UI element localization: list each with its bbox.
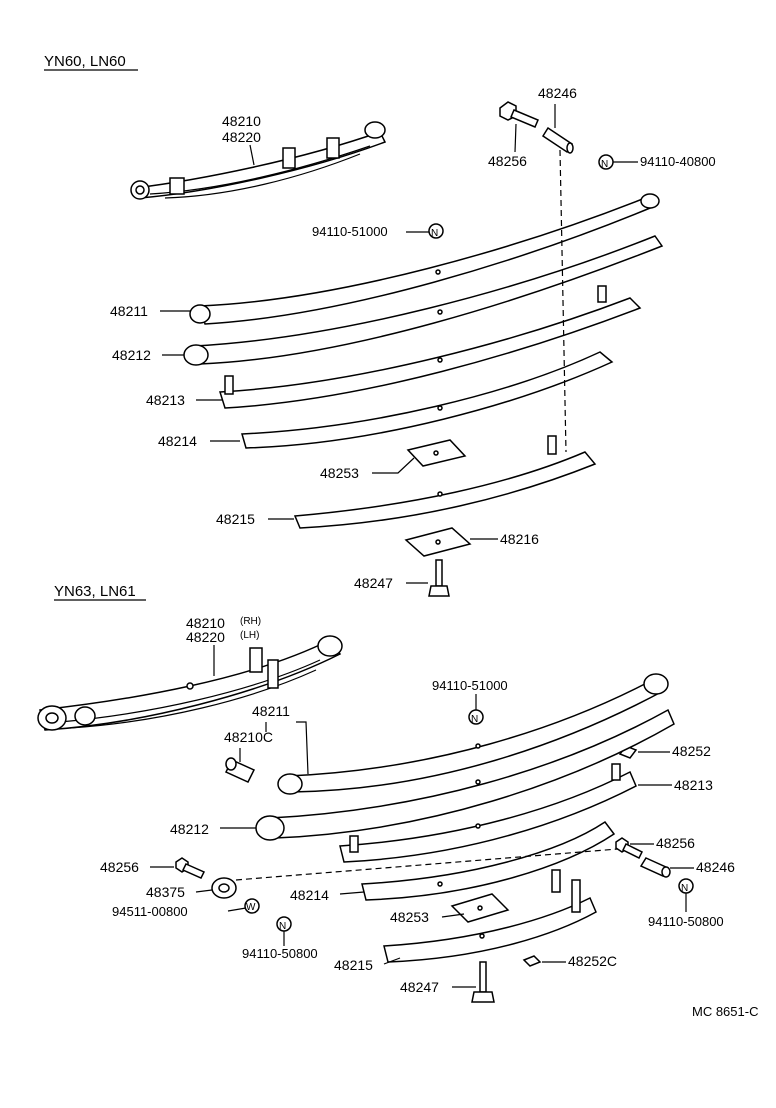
label-48211-top: 48211	[110, 303, 148, 319]
label-48212-top: 48212	[112, 347, 151, 363]
seat-48253-top	[406, 439, 467, 467]
label-94110-51000-top: 94110-51000	[312, 224, 388, 239]
washer-icon: W	[244, 898, 260, 914]
label-lh: (LH)	[240, 630, 259, 641]
label-48215-top: 48215	[216, 511, 255, 527]
label-48252c: 48252C	[568, 953, 617, 969]
spring-assembly-top	[130, 121, 387, 200]
seat-48253-bottom	[450, 893, 510, 923]
label-48211-bottom: 48211	[252, 703, 290, 719]
label-48253-top: 48253	[320, 465, 359, 481]
label-48210-top: 48210	[222, 113, 261, 129]
spring-assembly-bottom	[37, 635, 343, 731]
label-48215-bottom: 48215	[334, 957, 373, 973]
bolt-48247-bottom	[471, 961, 495, 1003]
label-48256-top: 48256	[488, 153, 527, 169]
section-label-top: YN60, LN60	[44, 53, 126, 70]
bushing-48210c	[224, 757, 256, 783]
svg-text:N: N	[681, 883, 688, 894]
leaf-48211-bottom	[277, 673, 669, 795]
svg-text:W: W	[246, 902, 256, 913]
label-48246-top: 48246	[538, 85, 577, 101]
bolt-48256-bottom-left	[175, 857, 206, 879]
leader-48210-top	[249, 144, 255, 166]
label-48214-bottom: 48214	[290, 887, 329, 903]
diagram-code: MC 8651-C	[692, 1004, 758, 1019]
nut-icon: N	[276, 916, 292, 932]
label-94511-00800: 94511-00800	[112, 904, 188, 919]
bolt-48256-top	[499, 101, 539, 128]
label-48256-bottom-right: 48256	[656, 835, 695, 851]
label-48252: 48252	[672, 743, 711, 759]
leaf-48215-top	[293, 435, 597, 529]
label-94110-40800: 94110-40800	[640, 154, 716, 169]
nut-icon: N	[468, 709, 484, 725]
nut-icon: N	[678, 878, 694, 894]
label-48220-bottom: 48220	[186, 629, 225, 645]
svg-text:N: N	[279, 921, 286, 932]
leaf-48213-top	[218, 285, 642, 409]
plate-48216-top	[404, 527, 472, 557]
label-48256-bottom-left: 48256	[100, 859, 139, 875]
pad-48252c	[522, 955, 542, 967]
section-label-bottom: YN63, LN61	[54, 583, 136, 600]
bushing-48246-bottom	[639, 857, 671, 878]
nut-icon: N	[598, 154, 614, 170]
label-48214-top: 48214	[158, 433, 197, 449]
label-48247-top: 48247	[354, 575, 393, 591]
label-48210-bottom: 48210	[186, 615, 225, 631]
label-48253-bottom: 48253	[390, 909, 429, 925]
label-94110-51000-bottom: 94110-51000	[432, 678, 508, 693]
label-48213-top: 48213	[146, 392, 185, 408]
label-48212-bottom: 48212	[170, 821, 209, 837]
label-48210c: 48210C	[224, 729, 273, 745]
label-48246-bottom: 48246	[696, 859, 735, 875]
leaf-48214-top	[241, 351, 614, 449]
label-94110-50800-left: 94110-50800	[242, 946, 318, 961]
alignment-dashed-line-top	[559, 149, 567, 453]
label-48375: 48375	[146, 884, 185, 900]
bolt-48247-top	[428, 559, 450, 597]
label-48213-bottom: 48213	[674, 777, 713, 793]
nut-icon: N	[428, 223, 444, 239]
bolt-48256-bottom-right	[615, 837, 644, 860]
svg-text:N: N	[471, 714, 478, 725]
label-94110-50800-right: 94110-50800	[648, 914, 724, 929]
leaf-48211-top	[189, 193, 660, 325]
label-48216-top: 48216	[500, 531, 539, 547]
svg-text:N: N	[601, 159, 608, 170]
leaf-48215-bottom	[383, 869, 597, 963]
alignment-dashed-line-bottom	[235, 847, 631, 881]
leaf-48214-bottom	[361, 820, 616, 901]
leaf-48212-bottom	[255, 708, 675, 841]
leaf-48213-bottom	[339, 763, 637, 863]
svg-text:N: N	[431, 228, 438, 239]
bushing-48246-top	[541, 126, 574, 154]
label-48220-top: 48220	[222, 129, 261, 145]
leaf-48212-top	[183, 235, 664, 366]
label-rh: (RH)	[240, 616, 261, 627]
label-48247-bottom: 48247	[400, 979, 439, 995]
bushing-48375	[211, 877, 237, 899]
